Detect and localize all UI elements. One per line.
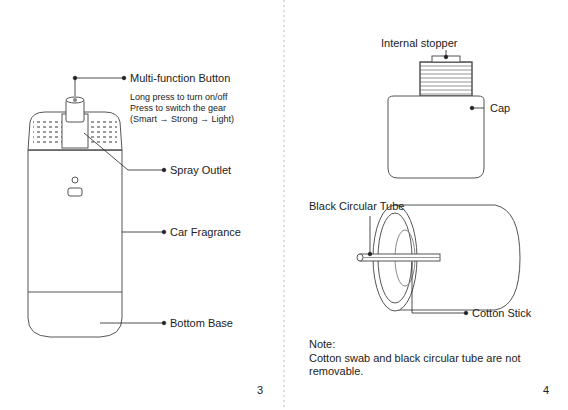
part-label: Internal stopper (381, 37, 457, 50)
part-label: Cotton Stick (472, 307, 531, 320)
note-text: Cotton swab and black circular tube are … (309, 352, 544, 378)
page-divider (284, 0, 285, 410)
part-label: Black Circular Tube (309, 200, 404, 213)
part-label: Multi-function Button (130, 72, 230, 85)
part-label: Spray Outlet (170, 164, 231, 177)
instruction-text: (Smart → Strong → Light) (130, 114, 234, 125)
cartridge-drawing (388, 56, 484, 178)
leader-lines (73, 76, 166, 325)
part-label: Car Fragrance (170, 226, 241, 239)
page-number: 4 (543, 384, 549, 397)
cartridge-inside-drawing (357, 205, 520, 311)
note-heading: Note: (309, 338, 335, 351)
instruction-text: Press to switch the gear (130, 103, 226, 114)
diffuser-drawing (28, 97, 122, 337)
part-label: Bottom Base (170, 317, 233, 330)
leader-lines (444, 50, 484, 110)
instruction-text: Long press to turn on/off (130, 92, 227, 103)
leader-lines (368, 216, 468, 315)
page-number: 3 (257, 384, 263, 397)
part-label: Cap (490, 102, 510, 115)
